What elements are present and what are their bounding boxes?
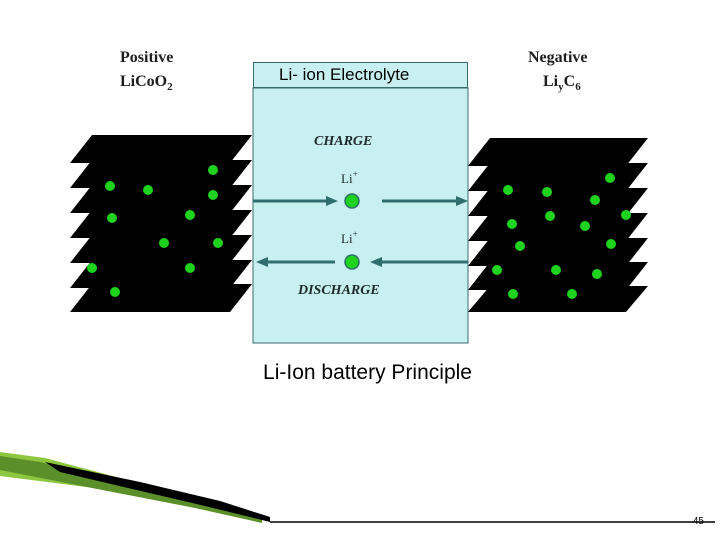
lithium-dot [492,265,502,275]
lithium-dots [87,165,631,299]
lithium-dot [545,211,555,221]
lithium-dot [507,219,517,229]
lithium-dot [110,287,120,297]
lithium-dot [185,263,195,273]
lithium-dot [105,181,115,191]
lithium-ion-discharge [344,254,360,270]
charge-label: CHARGE [314,134,372,149]
lithium-dot [208,165,218,175]
lithium-dot [508,289,518,299]
lithium-ion-charge [344,193,360,209]
discharge-label: DISCHARGE [297,283,380,298]
decorative-swoosh [0,452,715,523]
positive-label: Positive [120,49,173,66]
electrolyte-panel [252,87,469,344]
lithium-dot [208,190,218,200]
lithium-dot [185,210,195,220]
charge-arrow [253,196,468,206]
negative-label: Negative [528,49,588,66]
ion-label-discharge: Li+ [341,229,358,246]
electrolyte-title: Li- ion Electrolyte [253,62,468,88]
lithium-dot [515,241,525,251]
negative-formula: LiyC6 [543,73,581,93]
lithium-dot [143,185,153,195]
lithium-dot [551,265,561,275]
lithium-dot [567,289,577,299]
lithium-dot [213,238,223,248]
lithium-dot [87,263,97,273]
lithium-dot [605,173,615,183]
lithium-dot [107,213,117,223]
ion-label-charge: Li+ [341,169,358,186]
lithium-dot [542,187,552,197]
diagram-caption: Li-Ion battery Principle [263,361,472,384]
negative-electrode [468,138,648,312]
page-number: 45 [692,516,704,527]
lithium-dot [621,210,631,220]
positive-formula: LiCoO2 [120,73,173,93]
lithium-dot [159,238,169,248]
lithium-dot [580,221,590,231]
discharge-arrow [256,257,468,267]
lithium-dot [590,195,600,205]
lithium-dot [606,239,616,249]
lithium-dot [503,185,513,195]
lithium-dot [592,269,602,279]
positive-electrode [70,135,252,312]
